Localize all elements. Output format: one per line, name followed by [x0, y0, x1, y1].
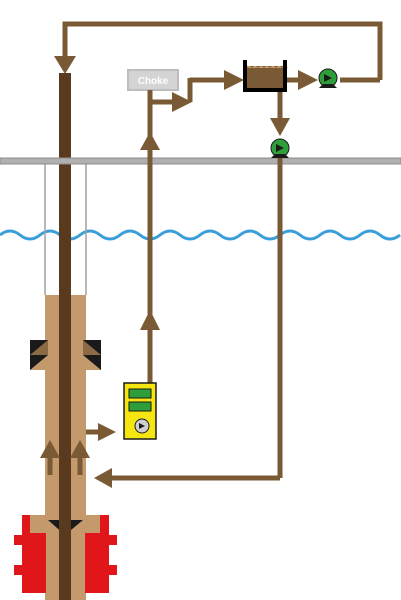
annular-preventer-icon	[30, 340, 101, 370]
right-arrow-icon	[98, 423, 116, 441]
platform-deck	[0, 157, 401, 165]
riser	[44, 160, 87, 295]
choke-box: Choke	[127, 69, 179, 102]
right-arrow-icon	[298, 70, 318, 90]
return-line	[86, 70, 244, 441]
right-arrow-icon	[224, 70, 244, 90]
tank-icon	[243, 60, 288, 92]
choke-label: Choke	[138, 76, 169, 87]
left-arrow-icon	[94, 468, 112, 488]
drill-pipe	[59, 73, 71, 600]
pump-icon	[270, 138, 290, 158]
top-return-loop	[54, 21, 383, 83]
down-arrow-icon	[54, 56, 76, 74]
kill-line	[94, 158, 283, 488]
down-arrow-icon	[270, 118, 290, 136]
tank-to-return-pump-line	[270, 92, 290, 136]
right-arrow-icon	[172, 92, 192, 112]
up-arrow-icon	[140, 132, 160, 150]
up-arrow-icon	[140, 310, 160, 330]
subsea-pump-unit	[123, 382, 157, 440]
annulus-flow-arrows	[40, 440, 90, 475]
pump-icon	[318, 68, 338, 88]
tank-to-pump-line	[287, 70, 318, 90]
up-arrow-icon	[70, 440, 90, 458]
up-arrow-icon	[40, 440, 60, 458]
